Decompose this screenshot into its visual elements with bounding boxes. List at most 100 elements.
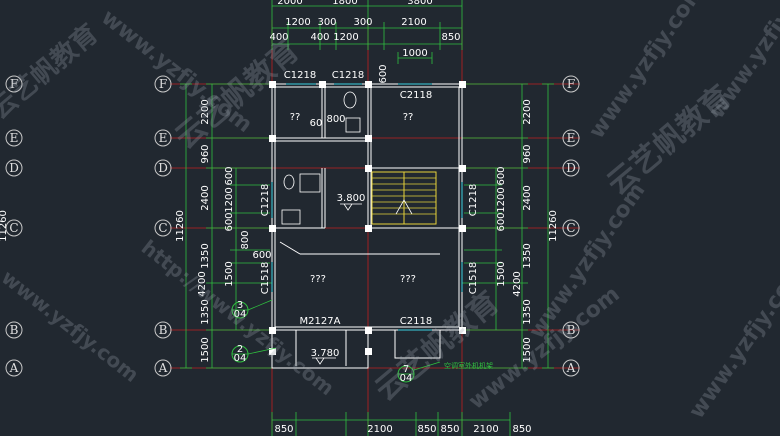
watermark-url-3: www.yzfjy.com (684, 258, 780, 423)
axis-label-right-d: D (566, 161, 576, 175)
right-dim-960: 960 (522, 144, 533, 163)
detail-ref-1-top: 3 (237, 300, 243, 311)
axis-label-left-b: B (159, 323, 168, 337)
left-inner-600b: 600 (224, 212, 235, 231)
top-dim-1200b: 1200 (333, 32, 358, 43)
axis-label-left-c: C (158, 221, 167, 235)
left-axis-bubbles: F E D C B A (154, 75, 172, 377)
columns (269, 81, 466, 355)
room-label-4: ??? (400, 274, 416, 285)
detail-ref-3-bottom: 04 (400, 373, 413, 384)
far-axis-c: C (9, 221, 18, 235)
small-dim-800b: 800 (240, 230, 251, 249)
left-dim-2400: 2400 (200, 185, 211, 210)
left-dim-1500: 1500 (200, 337, 211, 362)
detail-references: 3 04 2 04 7 04 (231, 299, 441, 384)
right-dim-2200: 2200 (522, 99, 533, 124)
room-label-3: ??? (310, 274, 326, 285)
bottom-dim-850b: 850 (417, 424, 436, 435)
left-dim-1350a: 1350 (200, 243, 211, 268)
bottom-dim-2100b: 2100 (473, 424, 498, 435)
far-axis-b: B (10, 323, 19, 337)
right-dim-1350b: 1350 (522, 299, 533, 324)
watermark-url-7: www.yzfjy.com (704, 0, 780, 123)
top-dim-400b: 400 (310, 32, 329, 43)
left-total-dim: 11260 (175, 210, 186, 242)
watermarks: 云艺帆教育 云艺帆教育 云艺帆教育 云艺帆教育 www.yzfjy.com ww… (0, 0, 780, 423)
small-dim-600b: 600 (252, 250, 271, 261)
right-inner-600b: 600 (496, 212, 507, 231)
detail-ref-3-top: 7 (403, 364, 409, 375)
far-axis-e: E (10, 131, 19, 145)
detail-ref-1-bottom: 04 (234, 309, 247, 320)
right-dim-1350a: 1350 (522, 243, 533, 268)
window-label-c1218-a: C1218 (284, 70, 316, 81)
small-dim-600: 600 (378, 64, 389, 83)
left-inner-1500: 1500 (224, 261, 235, 286)
top-dim-1000: 1000 (402, 48, 427, 59)
axis-label-right-b: B (567, 323, 576, 337)
small-dim-800a: 800 (326, 114, 345, 125)
watermark-brand-3: 云艺帆教育 (0, 18, 104, 125)
far-left-axis-bubbles: F E D C B A (5, 75, 23, 377)
right-dim-1500: 1500 (522, 337, 533, 362)
right-total-dim: 11260 (548, 210, 559, 242)
window-label-c1218-right: C1218 (468, 184, 479, 216)
detail-ref-2-top: 2 (237, 344, 243, 355)
top-dim-2100: 2100 (401, 17, 426, 28)
axis-label-right-c: C (566, 221, 575, 235)
top-dim-400a: 400 (269, 32, 288, 43)
top-dim-1800: 1800 (332, 0, 357, 7)
bottom-dim-850c: 850 (440, 424, 459, 435)
top-dim-300b: 300 (353, 17, 372, 28)
axis-label-right-a: A (566, 361, 576, 375)
far-axis-a: A (9, 361, 19, 375)
window-label-c2118-bottom: C2118 (400, 316, 432, 327)
elevation-stair: 3.800 (337, 193, 366, 204)
axis-label-left-f: F (159, 77, 167, 91)
elevation-marks: 3.800 3.780 (311, 193, 366, 365)
ac-note: 空调室外机机架 (444, 361, 493, 370)
detail-ref-2-bottom: 04 (234, 353, 247, 364)
top-dim-3800: 3800 (407, 0, 432, 7)
left-dim-1350b: 1350 (200, 299, 211, 324)
left-dim-960: 960 (200, 144, 211, 163)
axis-label-left-a: A (158, 361, 168, 375)
right-axis-bubbles: F E D C B A (562, 75, 580, 377)
top-dim-850: 850 (441, 32, 460, 43)
left-inner-1200: 1200 (224, 187, 235, 212)
left-inner-4200: 4200 (197, 271, 208, 296)
bottom-dim-850d: 850 (512, 424, 531, 435)
small-dim-60: 60 (310, 118, 323, 129)
room-labels: ?? ?? ??? ??? (290, 112, 416, 285)
bottom-dim-850a: 850 (274, 424, 293, 435)
left-inner-600a: 600 (224, 166, 235, 185)
left-dimensions: 11260 2200 960 2400 1350 1350 1500 600 1… (0, 83, 272, 369)
elevation-entry: 3.780 (311, 348, 340, 359)
left-dim-2200: 2200 (200, 99, 211, 124)
small-dimensions: 60 800 800 600 600 (240, 64, 389, 261)
top-dim-1200: 1200 (285, 17, 310, 28)
window-label-c1518-left: C1518 (260, 262, 271, 294)
top-dim-300a: 300 (317, 17, 336, 28)
room-label-1: ?? (290, 112, 301, 123)
window-label-c1218-left: C1218 (260, 184, 271, 216)
stair (371, 171, 437, 225)
right-inner-1200: 1200 (496, 187, 507, 212)
bottom-dim-2100a: 2100 (367, 424, 392, 435)
bathroom-fixtures (281, 91, 361, 225)
far-left-total-dim: 11260 (0, 210, 9, 242)
window-label-c1518-right: C1518 (468, 262, 479, 294)
right-inner-4200: 4200 (512, 271, 523, 296)
window-label-c1218-b: C1218 (332, 70, 364, 81)
door-label-m2127a: M2127A (300, 316, 341, 327)
top-dim-2000: 2000 (277, 0, 302, 7)
axis-label-right-e: E (567, 131, 576, 145)
axis-label-left-e: E (159, 131, 168, 145)
windows (271, 83, 463, 331)
right-dimensions: 11260 2200 960 2400 1350 1350 1500 600 1… (462, 83, 559, 369)
top-dimensions: 2000 1800 3800 1200 300 300 2100 400 400… (269, 0, 463, 64)
right-inner-600a: 600 (496, 166, 507, 185)
axis-label-left-d: D (158, 161, 168, 175)
